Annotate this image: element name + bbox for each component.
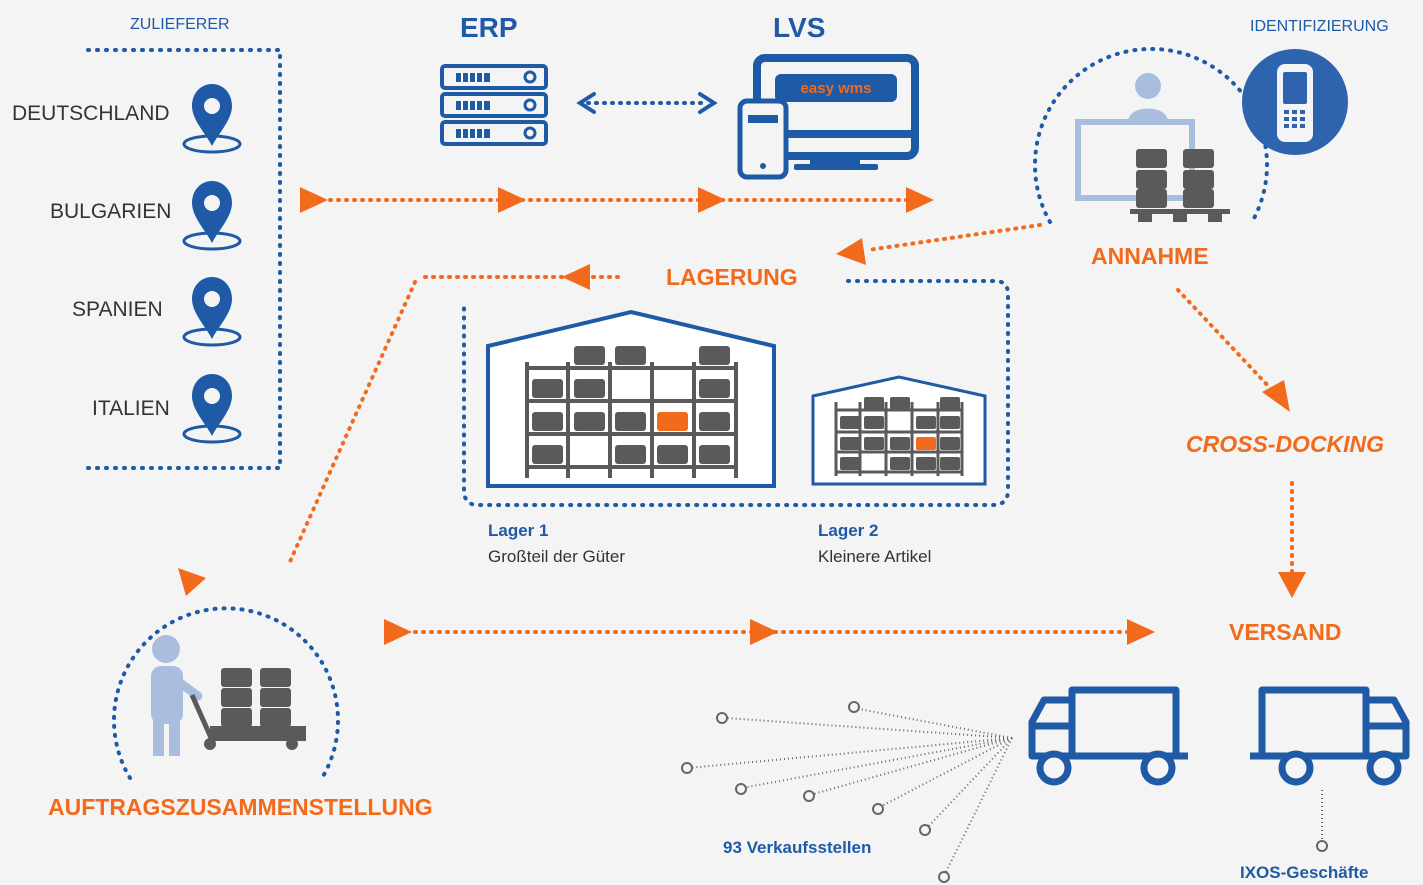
reception-desk-icon [1075, 73, 1230, 222]
identification-label: IDENTIFIZIERUNG [1250, 18, 1389, 35]
warehouse-icon [811, 375, 987, 486]
warehouse-2-title: Lager 2 [818, 521, 879, 540]
stage-annahme: ANNAHME [1091, 243, 1209, 269]
ixos-stores-label: IXOS-Geschäfte [1240, 863, 1369, 882]
flow-arrow-into-auftrag [178, 568, 206, 596]
map-pin-icon [182, 82, 242, 154]
stage-versand: VERSAND [1229, 619, 1342, 645]
store-network [687, 707, 1323, 877]
barcode-scanner-icon [1242, 49, 1348, 155]
flow-arrow-auftrag-to-versand [384, 619, 1155, 645]
annahme-circle [1033, 46, 1269, 224]
store-node [681, 701, 1328, 883]
stores-label: 93 Verkaufsstellen [723, 838, 872, 857]
stage-cross-docking: CROSS-DOCKING [1186, 431, 1385, 457]
warehouse-icon [486, 309, 776, 488]
flow-arrow-annahme-to-crossdocking [1176, 288, 1290, 412]
flow-arrow-lagerung-to-auftrag [286, 264, 620, 568]
flow-arrow-annahme-to-lagerung [836, 223, 1042, 265]
pallet-jack-worker-icon [151, 635, 306, 756]
server-rack-icon [440, 64, 548, 146]
lagerung-frame [462, 279, 1010, 507]
truck-icon [1250, 686, 1410, 786]
suppliers-heading: ZULIEFERER [130, 16, 230, 33]
stage-lagerung: LAGERUNG [666, 264, 798, 290]
map-pin-icon [182, 275, 242, 347]
warehouse-1-title: Lager 1 [488, 521, 549, 540]
warehouse-1-description: Großteil der Güter [488, 547, 625, 566]
map-pin-icon [182, 372, 242, 444]
stage-auftragszusammenstellung: AUFTRAGSZUSAMMENSTELLUNG [48, 794, 433, 820]
flow-arrow-suppliers-to-annahme [300, 187, 934, 213]
country-label-germany: DEUTSCHLAND [12, 102, 170, 125]
country-label-bulgaria: BULGARIEN [50, 200, 172, 223]
auftrag-circle [112, 606, 340, 780]
truck-icon [1028, 686, 1188, 786]
flow-arrow-crossdocking-to-versand [1278, 481, 1306, 598]
monitor-brand-text: easy wms [801, 80, 872, 97]
erp-label: ERP [460, 12, 518, 43]
warehouse-2-description: Kleinere Artikel [818, 547, 932, 566]
smartphone-icon [737, 98, 789, 180]
country-label-spain: SPANIEN [72, 298, 163, 321]
lvs-label: LVS [773, 12, 826, 43]
country-label-italy: ITALIEN [92, 397, 170, 420]
bidirectional-arrow-icon [576, 92, 718, 114]
map-pin-icon [182, 179, 242, 251]
